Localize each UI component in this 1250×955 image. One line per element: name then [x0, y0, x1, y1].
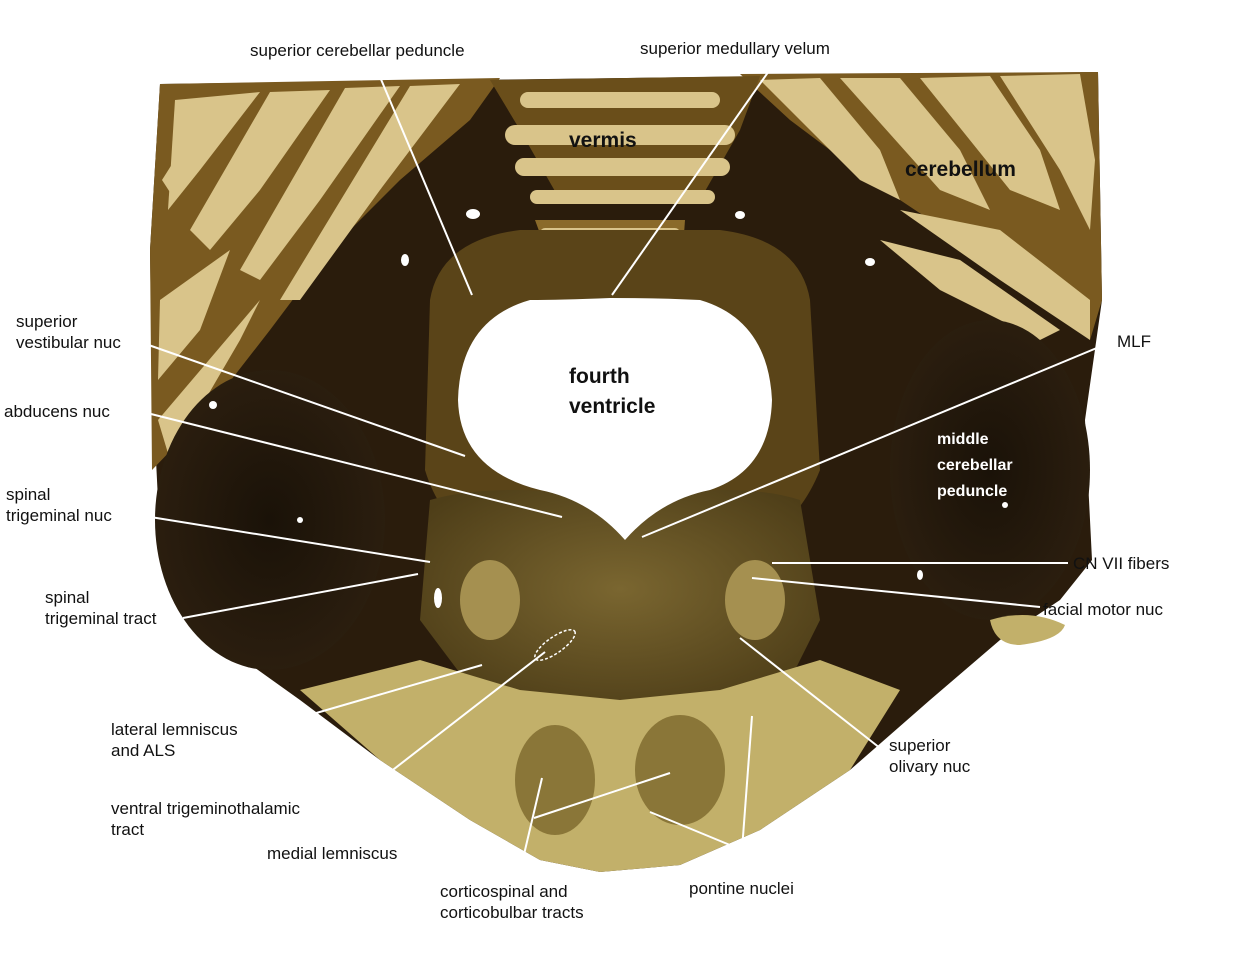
superior-vestibular-nuc-label: superior vestibular nuc: [16, 312, 121, 352]
superior-cerebellar-peduncle-label: superior cerebellar peduncle: [250, 41, 465, 60]
pontine-nuclei-label: pontine nuclei: [689, 879, 794, 898]
corticospinal-corticobulbar-label: corticospinal and corticobulbar tracts: [440, 882, 584, 922]
superior-medullary-velum-label: superior medullary velum: [640, 39, 830, 58]
facial-motor-nuc-label: facial motor nuc: [1043, 600, 1163, 619]
tegmentum: [420, 490, 820, 710]
fourth-ventricle-label: fourth ventricle: [569, 365, 656, 418]
abducens-nuc-label: abducens nuc: [4, 402, 110, 421]
pons-base: [300, 660, 900, 872]
folia-right: [760, 74, 1095, 340]
mlf-label: MLF: [1117, 332, 1151, 351]
folia-left: [158, 84, 460, 460]
spinal-trigeminal-nuc-label: spinal trigeminal nuc: [6, 485, 112, 525]
vermis-label: vermis: [569, 129, 637, 152]
corticospinal-right: [635, 715, 725, 825]
superior-olivary-nuc-label: superior olivary nuc: [889, 736, 971, 776]
lateral-lemniscus-als-label: lateral lemniscus and ALS: [111, 720, 238, 760]
spinal-trigeminal-tract-label: spinal trigeminal tract: [45, 588, 157, 628]
mcp-right: [890, 320, 1090, 620]
cerebellum-label: cerebellum: [905, 158, 1016, 181]
mcp-left: [155, 370, 385, 670]
corticospinal-left: [515, 725, 595, 835]
leader-lines: [134, 57, 1117, 881]
vtt-outline: [534, 629, 576, 661]
medial-lemniscus-label: medial lemniscus: [267, 844, 398, 863]
facial-nuc-left: [460, 560, 520, 640]
tissue-fragment: [990, 615, 1065, 645]
fourth-ventricle: [458, 298, 772, 540]
middle-cerebellar-peduncle-label: middle cerebellar peduncle: [937, 431, 1013, 500]
ventral-trigeminothalamic-tract-label: ventral trigeminothalamic tract: [111, 799, 300, 839]
cn-vii-fibers-label: CN VII fibers: [1073, 554, 1170, 573]
vessels: [209, 209, 1008, 608]
facial-nuc-right: [725, 560, 785, 640]
